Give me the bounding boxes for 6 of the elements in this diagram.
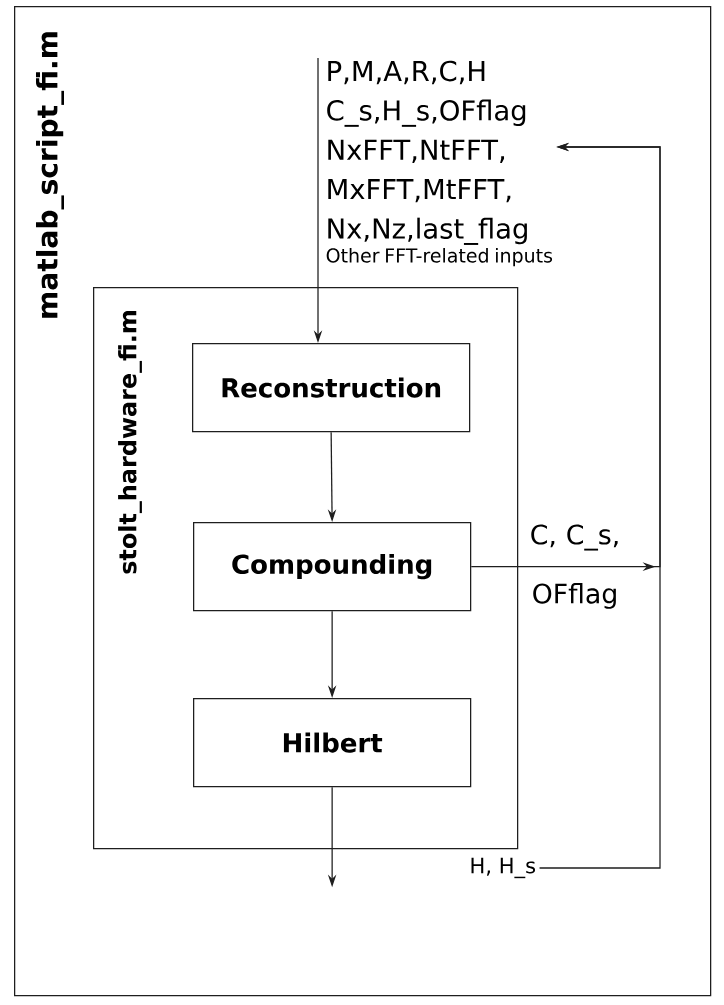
process-box: Hilbert (193, 698, 472, 788)
edge-label: C, C_s, OFflag (531, 524, 618, 609)
process-box: Compounding (193, 522, 472, 612)
input-list: P,M,A,R,C,H C_s,H_s,OFflag NxFFT,NtFFT, MxFFT,MtFFT, Nx,Nz,last_flag Other FFT-related inputs (326, 60, 553, 267)
output-label: H, H_s (471, 857, 536, 879)
process-box: Reconstruction (192, 343, 471, 433)
